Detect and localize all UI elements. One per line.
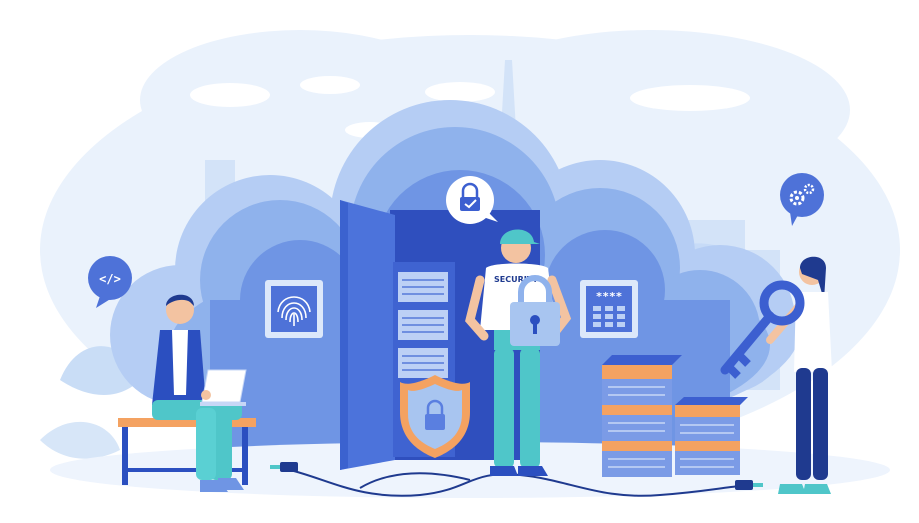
keypad-display: ****: [596, 290, 623, 303]
padlock-icon: [510, 275, 560, 346]
lock-bubble: [446, 176, 498, 224]
keypad-panel: ****: [580, 280, 638, 338]
person-key-holder: [720, 256, 832, 494]
fingerprint-panel: [265, 280, 323, 338]
lock-icon: [460, 182, 480, 211]
laptop-icon: [200, 369, 247, 406]
shirt-label: SECURITY: [494, 275, 538, 284]
key-icon: [720, 280, 805, 379]
keypad-icon: [593, 306, 625, 327]
shield-icon: [400, 375, 470, 458]
person-security: SECURITY: [465, 229, 572, 476]
cable-icon: [289, 469, 741, 497]
person-developer: [152, 294, 247, 492]
gear-bubble: [780, 173, 824, 226]
server-stack-left: [602, 355, 682, 477]
code-icon: </>: [99, 272, 121, 286]
bench-icon: [118, 418, 256, 485]
cable-plugs: [270, 462, 763, 490]
fingerprint-icon: [277, 296, 311, 326]
code-bubble: </>: [88, 256, 132, 308]
gear-icon: [789, 183, 815, 206]
server-stack-right: [675, 397, 748, 475]
